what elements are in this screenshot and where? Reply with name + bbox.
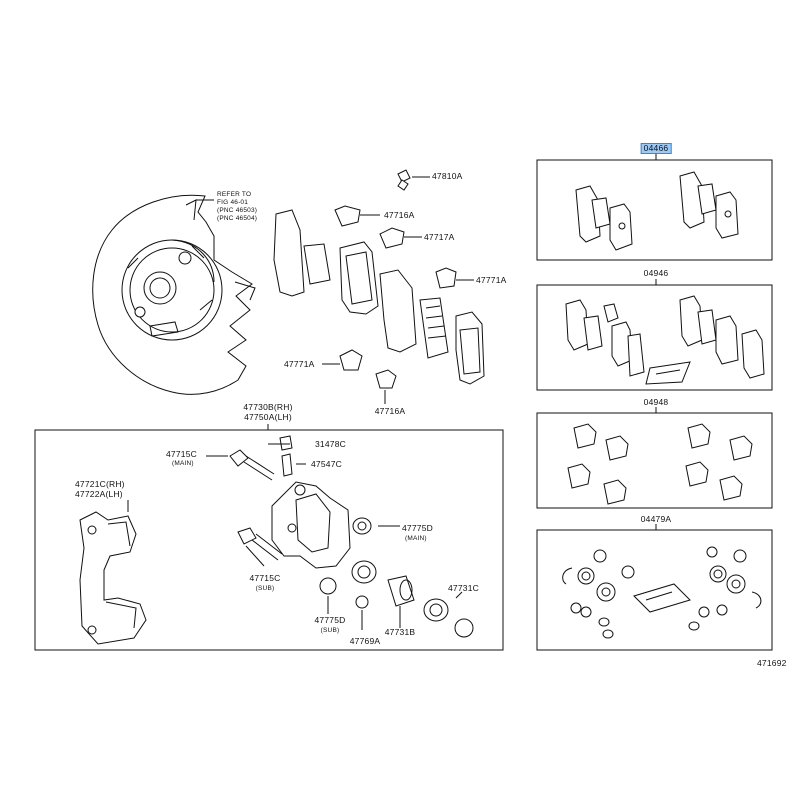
caliper-body-drawing [272, 482, 350, 568]
kit-04479A-seals-drawing [563, 547, 761, 638]
part-label-47716A-bottom: 47716A [374, 406, 406, 416]
kit-04948-clips-drawing [568, 424, 752, 504]
part-label-47810A: 47810A [432, 171, 463, 181]
kit-04948-frame [537, 413, 772, 508]
part-label-47715C-sub: 47715C [249, 573, 281, 583]
brake-pads-drawing [274, 210, 484, 384]
kit-04466-frame [537, 160, 772, 260]
part-label-47731B: 47731B [384, 627, 416, 637]
kit-04479A-frame [537, 530, 772, 650]
kit-04946-frame [537, 285, 772, 390]
part-label-47715C-main: 47715C [166, 449, 197, 459]
part-label-47771A-right: 47771A [476, 275, 507, 285]
part-note-47775D-main: (MAIN) [405, 535, 427, 542]
kit-label-04466[interactable]: 04466 [640, 143, 672, 154]
leader-lines [128, 200, 462, 630]
bolt-47810A-drawing [398, 170, 430, 190]
refer-line-1: REFER TO [217, 191, 252, 198]
refer-line-2: FIG 46-01 [217, 199, 249, 206]
part-note-47775D-sub: (SUB) [320, 627, 340, 634]
caliper-assembly-frame [35, 430, 503, 650]
caliper-bracket-drawing [80, 512, 146, 644]
part-note-47715C-main: (MAIN) [172, 460, 194, 467]
part-label-47775D-sub: 47775D [314, 615, 346, 625]
backing-plate-drawing [93, 195, 255, 394]
pad-clips-drawing [322, 206, 474, 404]
kit-label-04479A: 04479A [640, 514, 672, 524]
part-label-47730B: 47730B(RH) [243, 402, 293, 412]
figure-number: 471692 [757, 658, 787, 668]
part-label-47717A: 47717A [424, 232, 455, 242]
part-label-31478C: 31478C [315, 439, 346, 449]
kit-04946-parts-drawing [566, 296, 764, 384]
kit-04466-pads-drawing [576, 172, 738, 250]
kit-label-04948: 04948 [643, 397, 669, 407]
part-label-47716A-top: 47716A [384, 210, 415, 220]
part-label-47731C: 47731C [448, 583, 479, 593]
part-label-47771A-left: 47771A [284, 359, 315, 369]
part-label-47769A: 47769A [349, 636, 381, 646]
part-label-47750A: 47750A(LH) [244, 412, 292, 422]
part-label-47722A: 47722A(LH) [75, 489, 123, 499]
kit-label-04946: 04946 [643, 268, 669, 278]
part-label-47775D-main: 47775D [402, 523, 433, 533]
caliper-pins-drawing [230, 436, 292, 560]
part-note-47715C-sub: (SUB) [255, 585, 275, 592]
part-label-47547C: 47547C [311, 459, 342, 469]
caliper-seals-drawing [320, 518, 473, 637]
refer-line-3: (PNC 46503) [217, 207, 258, 214]
part-label-47721C: 47721C(RH) [75, 479, 125, 489]
refer-line-4: (PNC 46504) [217, 215, 258, 222]
